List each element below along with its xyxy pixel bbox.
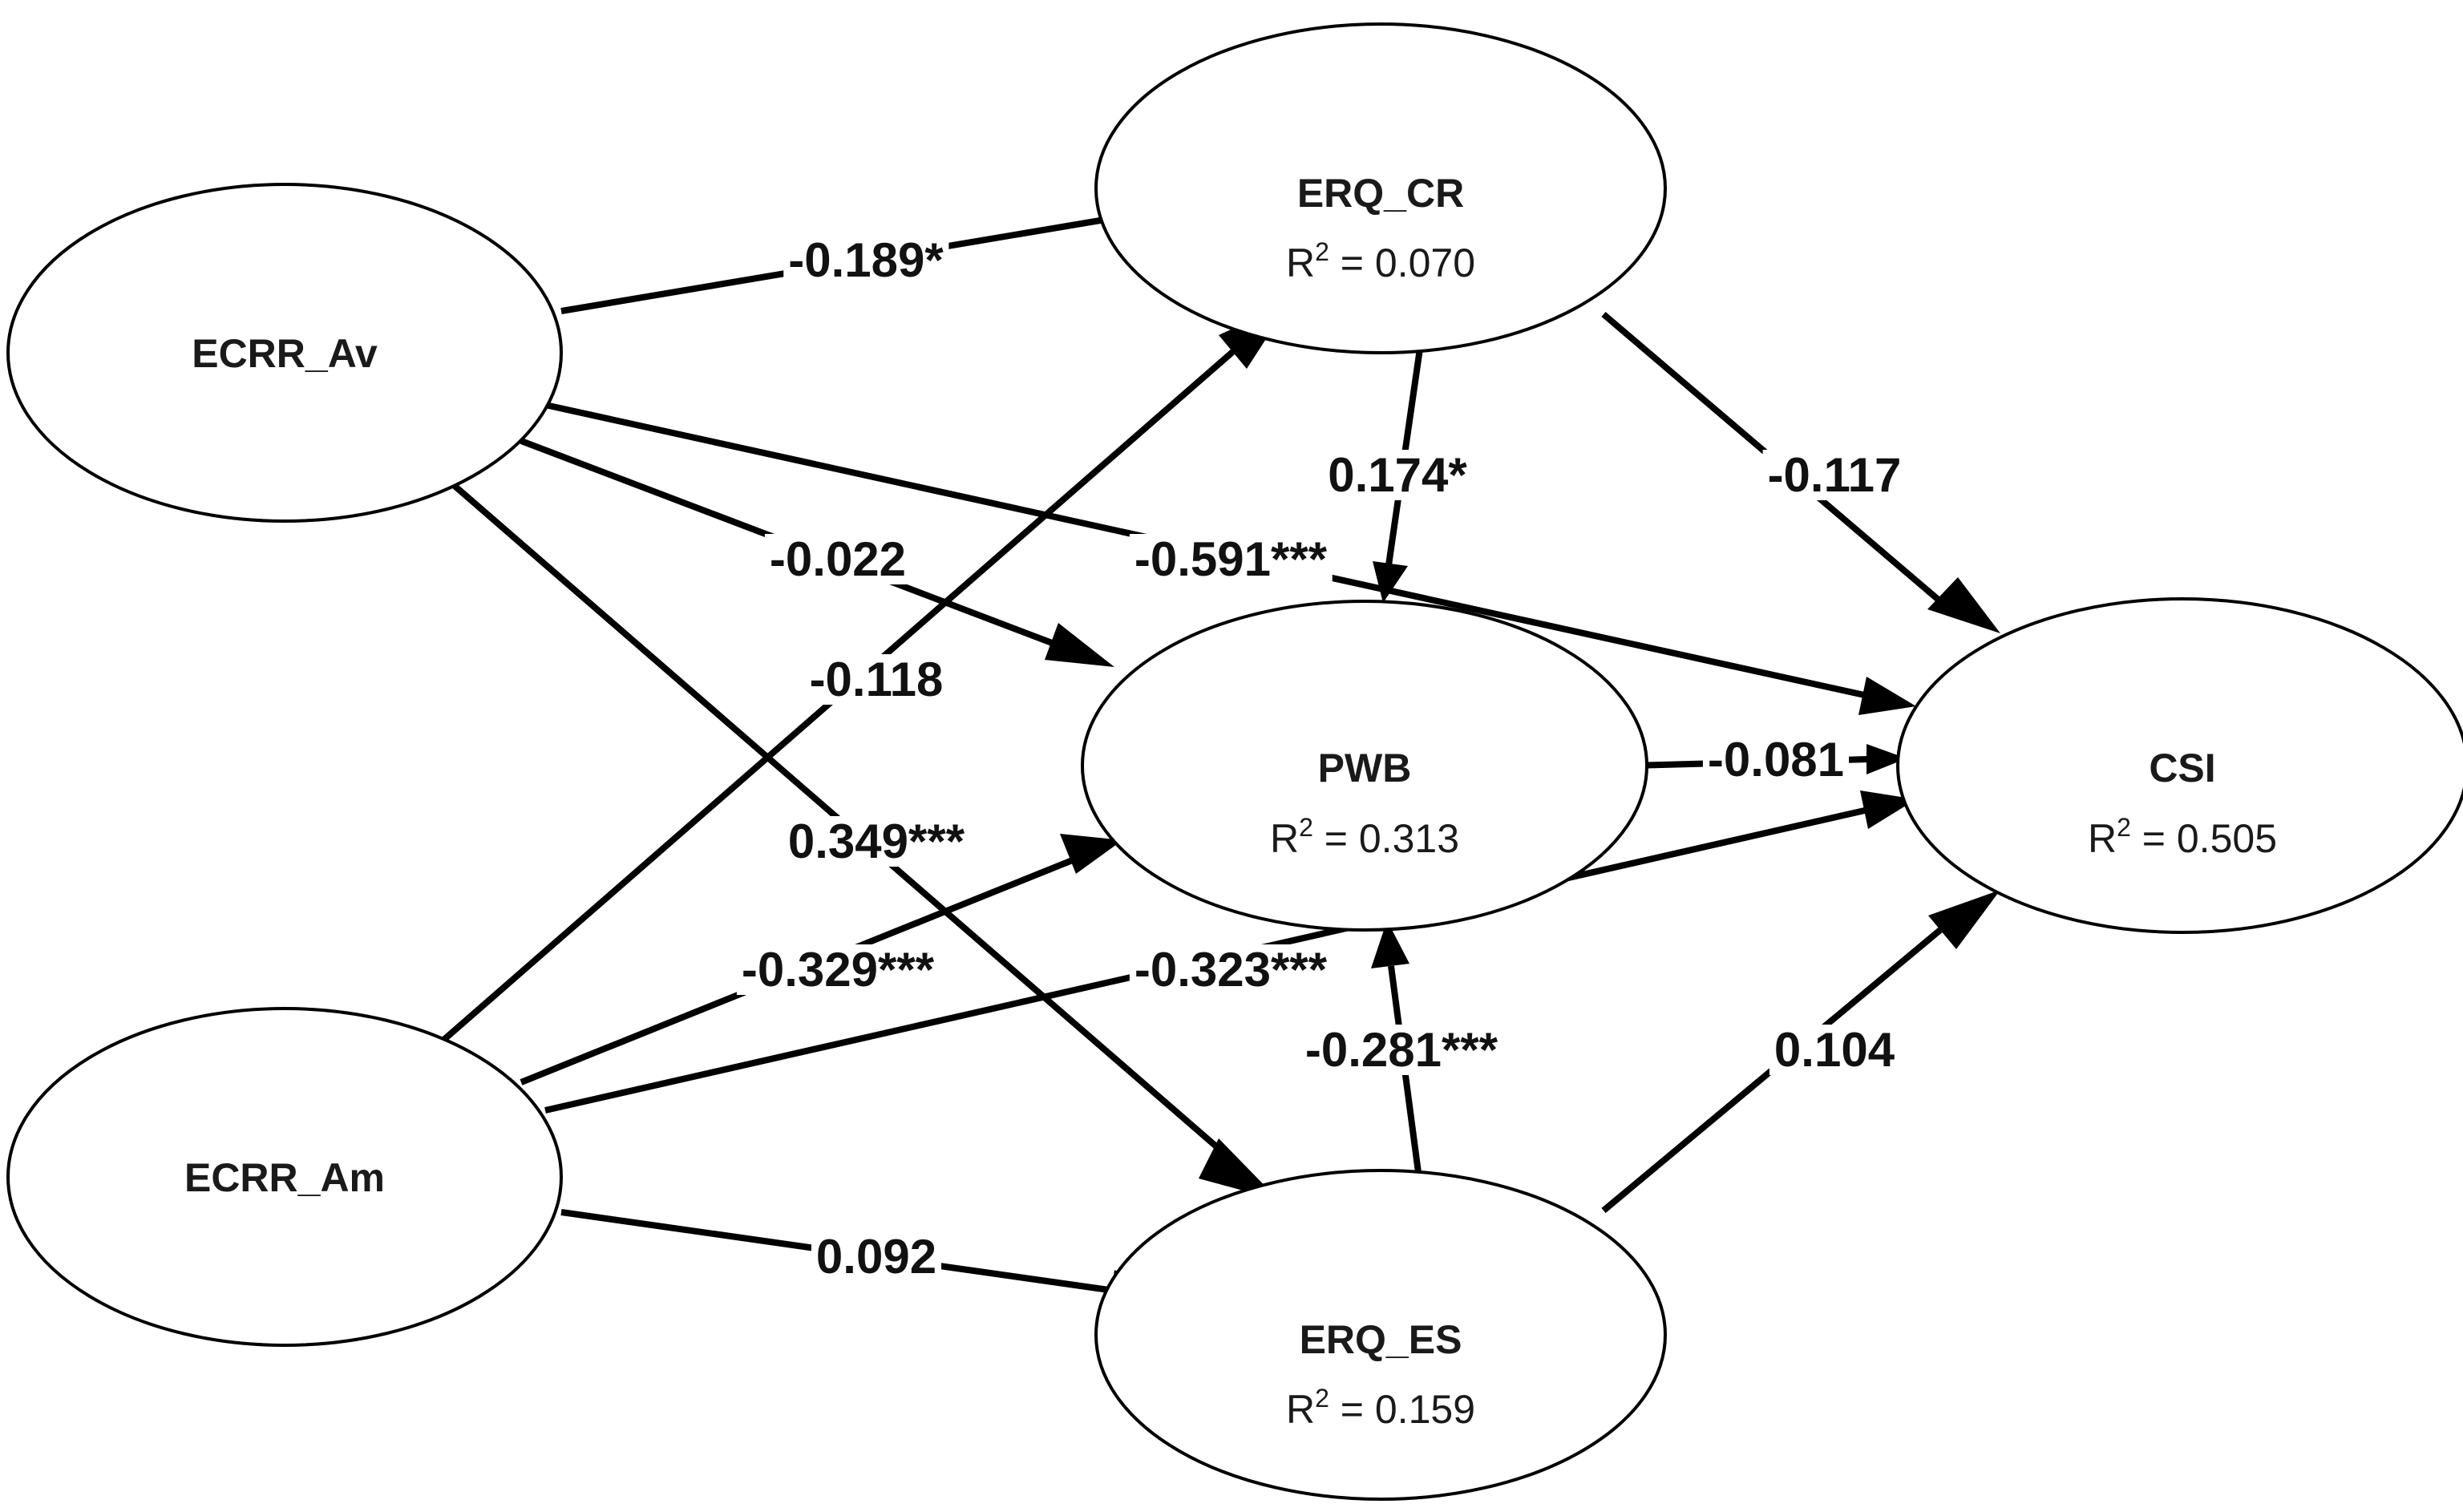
coef-ecrr-am-csi: -0.323*** (1134, 943, 1328, 997)
coef-ecrr-am-erq-es: 0.092 (816, 1230, 936, 1284)
node-erq-es-r2: R2 = 0.159 (1286, 1384, 1475, 1432)
r2-value: = 0.313 (1313, 816, 1459, 861)
coef-ecrr-av-pwb: -0.022 (770, 532, 906, 586)
coef-label-background (1129, 944, 1333, 995)
arrowhead-csi-from-erq-cr (1927, 577, 2000, 633)
arrowhead-pwb-from-am (1060, 834, 1122, 874)
arrowhead-pwb-from-av (1045, 623, 1114, 667)
coef-label-background (811, 1231, 942, 1282)
node-erq-cr-r2: R2 = 0.070 (1286, 237, 1475, 285)
coef-erq-es-pwb: -0.281*** (1305, 1023, 1498, 1077)
coefficient-labels: -0.189* -0.022 -0.591*** 0.349*** -0.118… (742, 233, 1902, 1284)
node-ecrr-av: ECRR_Av (6, 183, 563, 523)
coef-erq-cr-pwb: 0.174* (1328, 448, 1467, 502)
r2-prefix: R (1270, 816, 1299, 861)
node-csi-label: CSI (2149, 746, 2215, 790)
coef-label-background (764, 534, 912, 584)
coef-ecrr-am-erq-cr: -0.118 (810, 653, 944, 706)
coef-erq-es-csi: 0.104 (1774, 1023, 1895, 1077)
node-erq-es-ellipse (1094, 1169, 1667, 1501)
node-erq-cr-label: ERQ_CR (1297, 171, 1464, 216)
node-ecrr-am-ellipse (6, 1007, 563, 1347)
arrowhead-csi-from-erq-es (1928, 890, 2000, 949)
node-csi-ellipse (1896, 597, 2463, 934)
node-ecrr-am: ECRR_Am (6, 1007, 563, 1347)
coef-label-background (1300, 1025, 1503, 1075)
r2-exponent: 2 (2117, 813, 2131, 842)
node-pwb-r2: R2 = 0.313 (1270, 813, 1459, 861)
r2-prefix: R (1286, 1387, 1315, 1432)
arrowhead-csi-from-pwb (1866, 744, 1907, 774)
node-csi-r2: R2 = 0.505 (2088, 813, 2277, 861)
coef-label-background (1762, 450, 1907, 500)
coef-label-background (783, 816, 970, 867)
coef-erq-cr-csi: -0.117 (1768, 448, 1902, 502)
coef-ecrr-am-pwb: -0.329*** (742, 943, 935, 997)
node-pwb-label: PWB (1318, 746, 1412, 790)
node-ecrr-av-label: ECRR_Av (192, 331, 378, 376)
coefficient-label-backgrounds (736, 235, 1907, 1282)
r2-prefix: R (1286, 241, 1315, 285)
r2-exponent: 2 (1315, 237, 1329, 266)
coef-label-background (1129, 534, 1333, 584)
r2-value: = 0.159 (1329, 1387, 1475, 1432)
r2-exponent: 2 (1315, 1384, 1329, 1413)
r2-value: = 0.070 (1329, 241, 1475, 285)
node-erq-es-label: ERQ_ES (1300, 1317, 1462, 1362)
coef-ecrr-av-erq-es: 0.349*** (788, 815, 965, 868)
node-ecrr-am-label: ECRR_Am (184, 1155, 385, 1200)
coef-pwb-csi: -0.081 (1708, 733, 1844, 786)
arrowhead-pwb-from-erq-cr (1373, 561, 1408, 603)
coef-label-background (783, 235, 949, 285)
arrowhead-pwb-from-erq-es (1371, 920, 1409, 968)
r2-prefix: R (2088, 816, 2117, 861)
r2-exponent: 2 (1299, 813, 1313, 842)
coef-ecrr-av-csi: -0.591*** (1134, 532, 1328, 586)
coef-label-background (1769, 1025, 1900, 1075)
node-pwb: PWB R2 = 0.313 (1081, 600, 1648, 932)
node-erq-cr: ERQ_CR R2 = 0.070 (1094, 22, 1667, 354)
node-csi: CSI R2 = 0.505 (1896, 597, 2463, 934)
node-ecrr-av-ellipse (6, 183, 563, 523)
coef-ecrr-av-erq-cr: -0.189* (788, 233, 944, 287)
coef-label-background (1702, 734, 1850, 785)
coef-label-background (804, 654, 948, 705)
r2-value: = 0.505 (2131, 816, 2277, 861)
node-erq-es: ERQ_ES R2 = 0.159 (1094, 1169, 1667, 1501)
coef-label-background (736, 944, 940, 995)
coef-label-background (1323, 450, 1473, 500)
node-erq-cr-ellipse (1094, 22, 1667, 354)
arrowhead-csi-from-av (1858, 677, 1916, 715)
node-pwb-ellipse (1081, 600, 1648, 932)
